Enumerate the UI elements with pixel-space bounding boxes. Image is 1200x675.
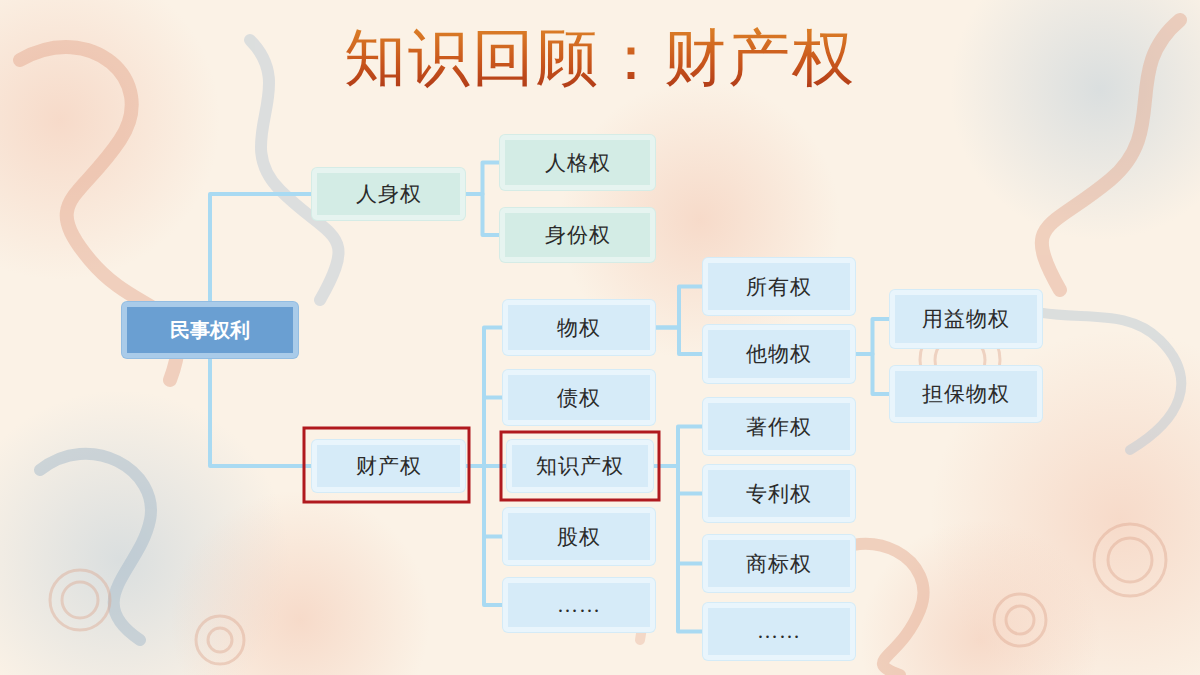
category-box: 所有权 xyxy=(703,258,855,315)
node-label: 著作权 xyxy=(746,413,812,441)
node-label: 物权 xyxy=(557,314,601,342)
node-label: …… xyxy=(757,619,801,644)
node-label: 财产权 xyxy=(356,452,422,480)
tree-connector xyxy=(210,358,312,466)
category-box: 财产权 xyxy=(312,440,465,492)
node-label: 所有权 xyxy=(746,273,812,301)
highlight-frame xyxy=(501,432,659,500)
category-box: 用益物权 xyxy=(890,290,1042,348)
category-box: 股权 xyxy=(503,508,655,565)
node-label: 股权 xyxy=(557,523,601,551)
category-box: 著作权 xyxy=(703,398,855,455)
node-label: 知识产权 xyxy=(536,452,624,480)
tree-connector xyxy=(855,354,890,394)
node-label: 担保物权 xyxy=(922,380,1010,408)
category-box: 债权 xyxy=(503,370,655,425)
tree-connector xyxy=(465,466,503,605)
category-box: 知识产权 xyxy=(507,440,653,492)
tree-connector xyxy=(465,398,503,467)
tree-connector xyxy=(653,427,703,467)
node-label: 人格权 xyxy=(545,149,611,177)
category-box: 人身权 xyxy=(312,168,465,220)
tree-connector xyxy=(653,466,703,632)
node-label: 用益物权 xyxy=(922,305,1010,333)
category-box: …… xyxy=(703,603,855,660)
node-label: 身份权 xyxy=(545,221,611,249)
category-box: 专利权 xyxy=(703,465,855,522)
category-box: …… xyxy=(503,578,655,632)
category-box: 身份权 xyxy=(500,208,655,262)
node-label: 商标权 xyxy=(746,550,812,578)
root-box: 民事权利 xyxy=(122,302,298,358)
tree-connector xyxy=(465,163,500,195)
category-box: 人格权 xyxy=(500,135,655,190)
tree-connector xyxy=(655,328,703,355)
category-box: 他物权 xyxy=(703,325,855,383)
category-box: 物权 xyxy=(503,300,655,355)
category-box: 担保物权 xyxy=(890,366,1042,422)
tree-connector xyxy=(465,328,503,467)
slide-title: 知识回顾：财产权 xyxy=(0,18,1200,98)
node-label: 人身权 xyxy=(356,180,422,208)
node-label: 专利权 xyxy=(746,480,812,508)
node-label: 债权 xyxy=(557,384,601,412)
tree-connector xyxy=(655,287,703,328)
tree-connector xyxy=(210,194,312,302)
node-label: 他物权 xyxy=(746,340,812,368)
category-box: 商标权 xyxy=(703,535,855,592)
node-label: 民事权利 xyxy=(170,317,250,344)
tree-connector xyxy=(855,319,890,354)
node-label: …… xyxy=(557,593,601,618)
tree-connector xyxy=(465,194,500,235)
highlight-frame xyxy=(304,428,469,502)
